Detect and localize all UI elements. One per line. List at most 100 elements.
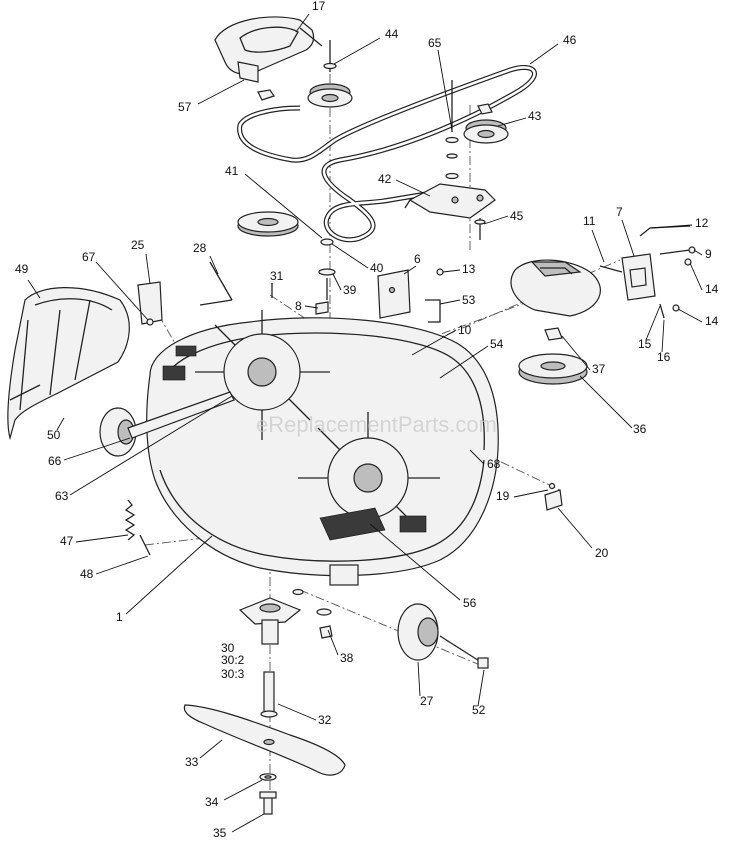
belt-cover-right <box>510 259 601 317</box>
leader-line-6 <box>403 265 417 275</box>
leader-line-20 <box>557 507 593 549</box>
callout-57: 57 <box>178 100 192 114</box>
deck-bracket <box>599 225 696 319</box>
leader-line-42 <box>395 179 431 197</box>
leader-line-36 <box>579 375 633 429</box>
leader-line-14a <box>689 262 703 291</box>
callout-32: 32 <box>318 713 332 727</box>
callout-14a: 14 <box>705 282 719 296</box>
leader-line-45 <box>483 215 509 225</box>
callout-52: 52 <box>472 703 486 717</box>
leader-line-35 <box>231 813 265 833</box>
belt-cover <box>214 16 323 83</box>
callout-35: 35 <box>213 826 227 840</box>
callout-14b: 14 <box>705 314 719 328</box>
leader-line-48 <box>95 555 149 575</box>
callout-11: 11 <box>583 214 596 228</box>
leader-line-40 <box>331 243 369 269</box>
leader-line-54 <box>439 345 489 379</box>
callout-46: 46 <box>563 33 577 47</box>
callout-41: 41 <box>225 164 239 178</box>
leader-line-44 <box>333 37 381 65</box>
callout-25: 25 <box>131 238 145 252</box>
callout-56: 56 <box>463 596 477 610</box>
leader-line-50 <box>56 417 65 431</box>
mower-blade <box>183 704 346 776</box>
deck-front-bracket <box>329 564 359 586</box>
callout-31: 31 <box>270 269 284 283</box>
leader-line-37 <box>561 335 591 371</box>
callout-66: 66 <box>48 454 62 468</box>
callout-54: 54 <box>490 337 504 351</box>
callout-63: 63 <box>55 489 69 503</box>
callout-28: 28 <box>193 241 207 255</box>
warning-decal <box>175 345 197 357</box>
callout-20: 20 <box>595 546 609 560</box>
callout-37: 37 <box>592 362 606 376</box>
callout-9: 9 <box>705 247 712 261</box>
callout-50: 50 <box>47 428 61 442</box>
blade-bolt <box>259 773 277 815</box>
callout-53: 53 <box>462 293 476 307</box>
leader-line-68 <box>469 449 485 465</box>
leader-line-52 <box>477 669 485 707</box>
leader-line-7 <box>621 219 635 257</box>
callout-42: 42 <box>378 172 392 186</box>
leader-line-57 <box>197 79 245 105</box>
callout-15: 15 <box>638 337 652 351</box>
discharge-guard <box>7 287 130 441</box>
leader-line-56 <box>369 523 461 601</box>
callout-30_3: 30:3 <box>221 667 245 681</box>
hardware-washer <box>316 608 333 639</box>
leader-line-39 <box>332 273 342 291</box>
spindle-shaft <box>260 671 278 718</box>
leader-line-46 <box>529 43 559 65</box>
callout-7: 7 <box>616 205 623 219</box>
leader-line-12 <box>649 224 693 229</box>
warning-decal <box>399 515 427 533</box>
leader-line-8 <box>304 305 319 309</box>
callout-48: 48 <box>80 567 94 581</box>
leader-line-11 <box>591 229 605 263</box>
idler-pulley-right <box>445 80 509 180</box>
drive-belt <box>237 64 537 243</box>
leader-line-41 <box>244 173 323 239</box>
leader-line-19 <box>513 489 549 498</box>
callout-65: 65 <box>428 36 442 50</box>
callout-67: 67 <box>82 250 96 264</box>
leader-lines <box>27 13 703 833</box>
leader-line-28 <box>209 255 219 275</box>
gauge-wheel-left <box>99 391 235 457</box>
leader-line-34 <box>223 779 263 801</box>
callout-8: 8 <box>295 299 302 313</box>
leader-line-43 <box>497 117 527 127</box>
gauge-wheel-front <box>397 603 489 669</box>
warning-decal <box>162 365 186 381</box>
deck-pulley-right <box>518 327 588 385</box>
small-bracket <box>544 482 563 511</box>
leader-line-25 <box>145 253 151 285</box>
callout-30: 30 <box>221 641 235 655</box>
leader-line-66 <box>63 437 131 461</box>
callout-68: 68 <box>487 457 501 471</box>
tension-spring <box>124 499 151 556</box>
callout-49: 49 <box>15 262 29 276</box>
idler-arm <box>404 183 496 240</box>
callout-44: 44 <box>385 27 399 41</box>
callout-40: 40 <box>370 261 384 275</box>
leader-line-27 <box>417 661 421 697</box>
callout-27: 27 <box>420 694 434 708</box>
callout-47: 47 <box>60 534 74 548</box>
leader-line-10 <box>411 329 457 356</box>
callout-38: 38 <box>340 651 354 665</box>
mower-deck-shell <box>146 310 499 586</box>
callout-30_2: 30:2 <box>221 653 245 667</box>
deck-pulley-left <box>237 211 336 300</box>
leader-line-16 <box>661 319 665 353</box>
leader-line-53 <box>439 299 461 305</box>
callout-39: 39 <box>343 283 357 297</box>
leader-line-63 <box>69 395 233 496</box>
deck-spindle-spokes-right <box>298 412 440 529</box>
leader-line-1 <box>125 535 213 615</box>
